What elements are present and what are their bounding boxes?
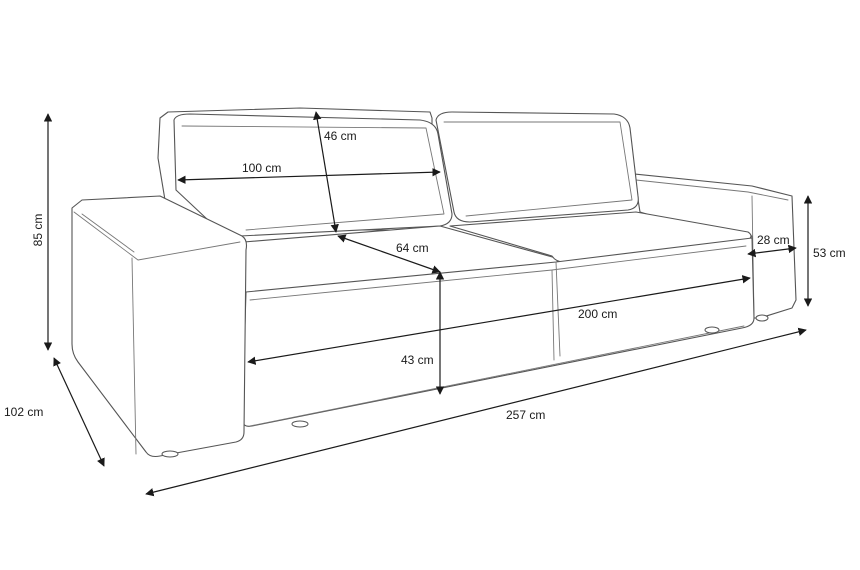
- dim-total-width-line: [145, 327, 807, 497]
- sofa-foot: [704, 326, 720, 334]
- sofa-foot: [291, 420, 309, 428]
- sofa-foot: [161, 450, 179, 458]
- sofa-drawing: [71, 107, 797, 458]
- left-armrest-top-edge: [73, 211, 241, 261]
- dim-seat-depth-label: 64 cm: [396, 241, 429, 255]
- dim-backrest-width-label: 100 cm: [242, 161, 281, 175]
- backrest-cushion-right-seam: [443, 121, 633, 217]
- right-armrest-top: [635, 179, 789, 201]
- dim-seat-depth-line: [337, 234, 441, 274]
- backrest-cushion-right: [435, 111, 639, 223]
- dim-backrest-width-line: [177, 168, 441, 184]
- dim-backrest-height-label: 46 cm: [324, 129, 357, 143]
- dim-total-height-label: 85 cm: [31, 214, 45, 247]
- dim-armrest-width-label: 28 cm: [757, 233, 790, 247]
- dim-total-depth-line: [53, 357, 105, 467]
- dim-armrest-height-label: 53 cm: [813, 246, 846, 260]
- backrest-cushion-left: [173, 113, 453, 237]
- left-armrest: [71, 195, 248, 458]
- dim-seat-height-label: 43 cm: [401, 353, 434, 367]
- dim-armrest-width-line: [747, 244, 797, 258]
- dim-seat-width-label: 200 cm: [578, 307, 617, 321]
- dimension-lines: [43, 111, 813, 497]
- sofa-foot: [755, 314, 769, 322]
- dimension-labels: 46 cm 100 cm 64 cm 28 cm 53 cm 85 cm 102…: [4, 129, 846, 422]
- dim-total-depth-label: 102 cm: [4, 405, 43, 419]
- left-armrest-side: [81, 213, 135, 253]
- left-armrest-corner: [131, 257, 137, 455]
- dim-total-width-label: 257 cm: [506, 408, 545, 422]
